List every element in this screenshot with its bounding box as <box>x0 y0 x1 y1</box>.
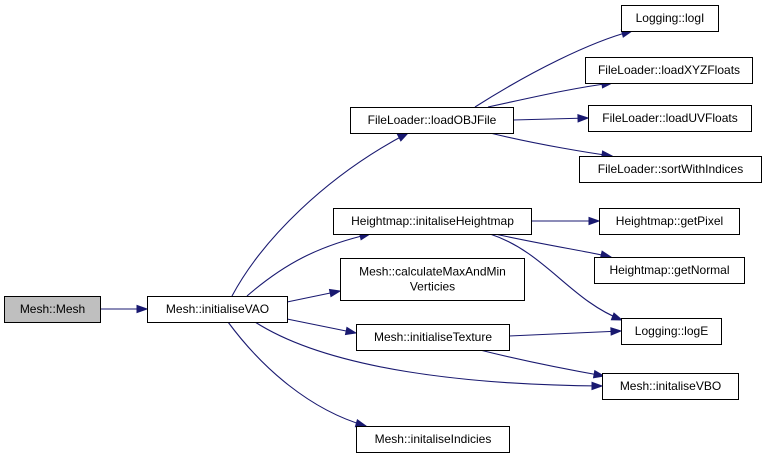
node-box <box>621 318 722 345</box>
node-label: Heightmap::getNormal <box>609 263 729 277</box>
edge-layer <box>100 29 634 428</box>
node-box <box>594 257 745 284</box>
node-box <box>333 208 532 235</box>
node-logi[interactable]: Logging::logI <box>621 5 719 32</box>
edge-init_vao-to-load_obj <box>231 132 409 297</box>
edge-init_vao-to-init_indicies <box>227 321 367 427</box>
node-label: FileLoader::loadXYZFloats <box>598 63 740 77</box>
arrowhead-init_vbo <box>591 381 604 391</box>
node-label: FileLoader::loadUVFloats <box>602 111 737 125</box>
arrowhead-init_indicies <box>354 418 368 428</box>
node-init_vbo[interactable]: Mesh::initaliseVBO <box>602 373 739 400</box>
node-box <box>585 57 753 84</box>
node-heightmap_init[interactable]: Heightmap::initaliseHeightmap <box>333 208 532 235</box>
edge-init_vao-to-heightmap_init <box>246 233 371 297</box>
node-label: Mesh::initaliseVBO <box>620 379 721 393</box>
node-box <box>602 373 739 400</box>
arrowhead-init_vao <box>136 304 149 314</box>
node-label: Mesh::initaliseIndicies <box>375 432 492 446</box>
edge-init_texture-to-loge <box>508 330 622 337</box>
edge-init_vao-to-init_texture <box>286 318 357 334</box>
node-label: Mesh::calculateMaxAndMin <box>359 265 506 279</box>
edge-heightmap_init-to-loge <box>489 233 623 321</box>
edge-heightmap_init-to-get_normal <box>494 233 612 258</box>
node-box <box>588 105 752 132</box>
node-label: Mesh::initialiseTexture <box>374 330 492 344</box>
node-get_normal[interactable]: Heightmap::getNormal <box>594 257 745 284</box>
node-label: FileLoader::loadOBJFile <box>368 113 497 127</box>
node-box <box>4 296 101 323</box>
arrowhead-calc_maxmin <box>328 288 342 298</box>
node-label: Mesh::Mesh <box>20 302 85 316</box>
edge-load_obj-to-load_xyz <box>487 82 613 108</box>
node-box <box>579 156 762 183</box>
node-label: Logging::logI <box>636 11 705 25</box>
edge-init_vao-to-init_vbo <box>254 321 603 387</box>
node-label: Heightmap::getPixel <box>616 214 723 228</box>
node-label: Verticies <box>410 280 455 294</box>
node-box <box>340 258 525 301</box>
edge-load_obj-to-load_uv <box>512 117 589 121</box>
node-box <box>147 296 288 323</box>
node-label: FileLoader::sortWithIndices <box>598 162 743 176</box>
node-get_pixel[interactable]: Heightmap::getPixel <box>599 208 740 235</box>
arrowhead-loge <box>610 327 623 336</box>
arrowhead-init_texture <box>344 326 358 336</box>
node-init_texture[interactable]: Mesh::initialiseTexture <box>356 324 510 351</box>
edge-init_texture-to-init_vbo <box>479 349 605 377</box>
edge-load_obj-to-logi <box>474 30 633 108</box>
node-box <box>356 324 510 351</box>
node-init_indicies[interactable]: Mesh::initaliseIndicies <box>356 426 510 453</box>
node-load_uv[interactable]: FileLoader::loadUVFloats <box>588 105 752 132</box>
node-box <box>621 5 719 32</box>
node-box <box>356 426 510 453</box>
edge-load_obj-to-sort_indices <box>489 132 613 157</box>
node-load_xyz[interactable]: FileLoader::loadXYZFloats <box>585 57 753 84</box>
node-box <box>350 107 514 134</box>
node-load_obj[interactable]: FileLoader::loadOBJFile <box>350 107 514 134</box>
arrowhead-init_vbo <box>592 369 606 379</box>
node-label: Mesh::initialiseVAO <box>166 302 269 316</box>
node-box <box>599 208 740 235</box>
arrowhead-get_pixel <box>588 216 601 226</box>
node-init_vao[interactable]: Mesh::initialiseVAO <box>147 296 288 323</box>
node-label: Logging::logE <box>635 324 708 338</box>
node-label: Heightmap::initaliseHeightmap <box>351 214 514 228</box>
arrowhead-loge <box>610 312 624 321</box>
node-loge[interactable]: Logging::logE <box>621 318 722 345</box>
node-sort_indices[interactable]: FileLoader::sortWithIndices <box>579 156 762 183</box>
arrowhead-load_obj <box>396 132 410 142</box>
node-mesh_ctor[interactable]: Mesh::Mesh <box>4 296 101 323</box>
node-layer: Mesh::Mesh Mesh::initialiseVAO FileLoader:… <box>4 5 762 453</box>
arrowhead-load_uv <box>577 113 590 123</box>
